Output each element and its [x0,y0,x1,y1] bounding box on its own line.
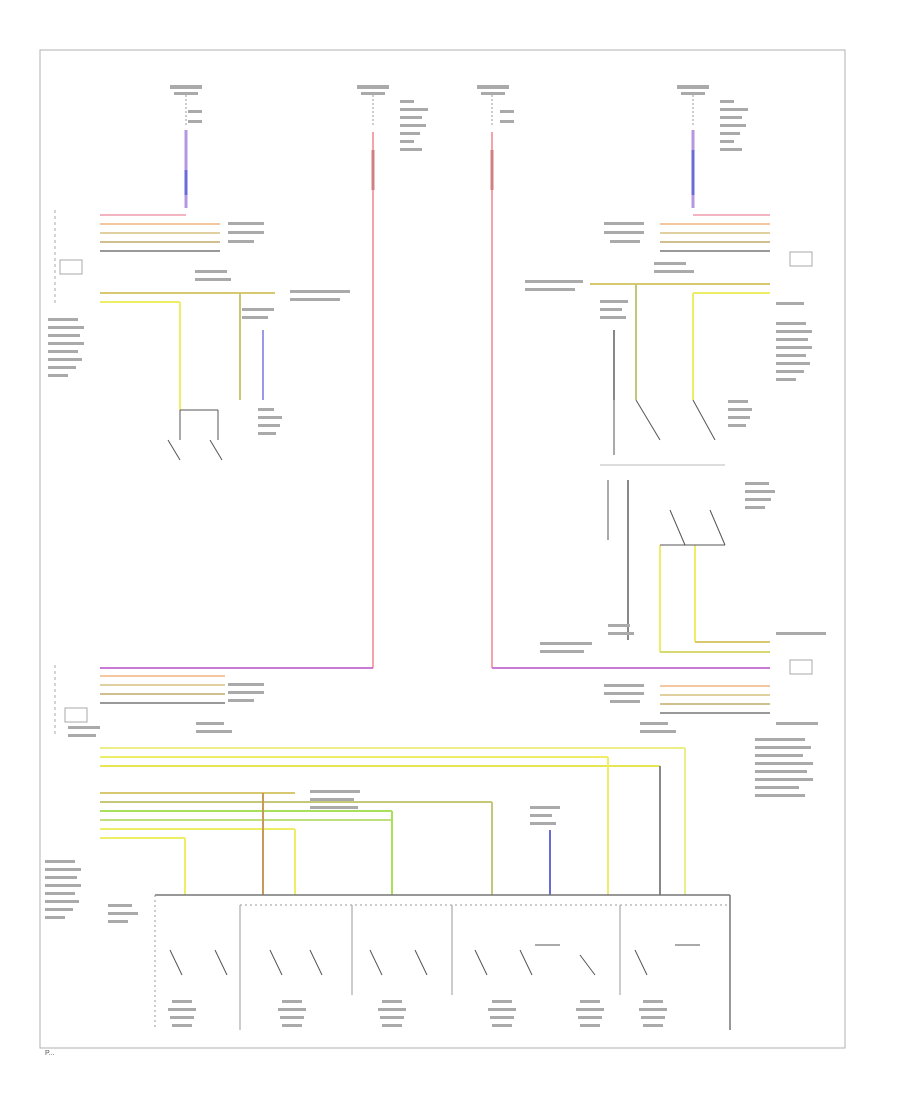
driver-door-module [45,665,686,923]
right-rear-door-module [525,214,813,466]
right-passenger-switch [540,480,826,653]
top-power-feeds [184,95,695,668]
front-passenger-module [604,659,818,797]
page-border [39,49,846,1049]
window-switch-panel [154,894,731,1030]
left-rear-door-module [48,210,350,461]
feed-labels [170,85,748,151]
page-number: P... [45,1050,55,1057]
